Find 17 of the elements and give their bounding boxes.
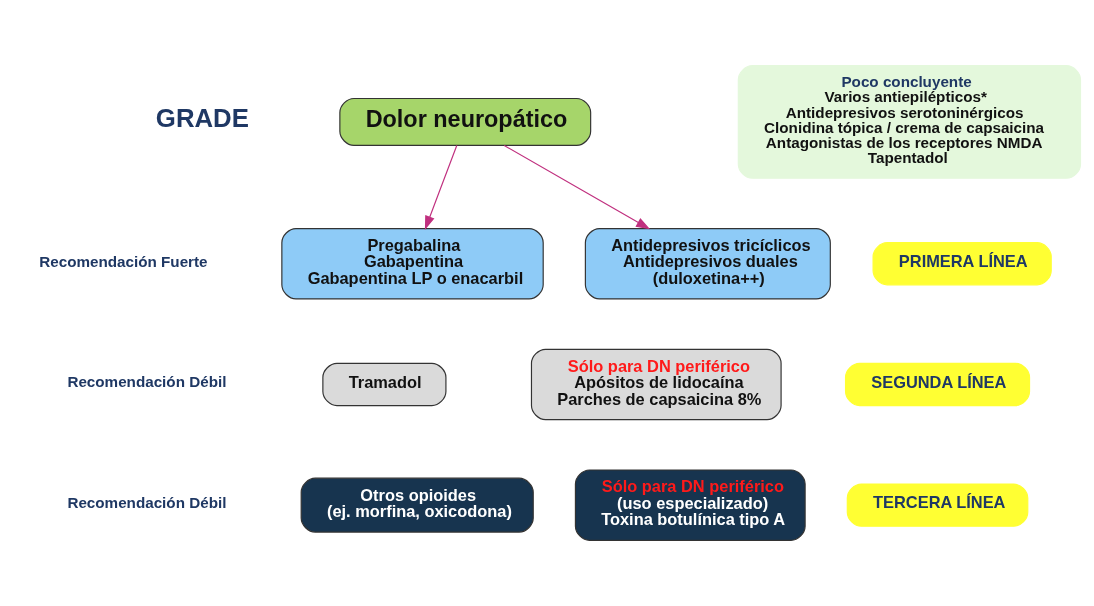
node-box: SEGUNDA LÍNEA <box>844 362 1031 407</box>
label: Recomendación Débil <box>67 373 227 391</box>
label: Recomendación Débil <box>67 493 227 511</box>
node-box: PRIMERA LÍNEA <box>872 242 1052 286</box>
arrow <box>503 144 651 230</box>
node-box: Tramadol <box>322 362 447 407</box>
node-box: Sólo para DN periférico Apósitos de lidocaína Parches de capsaicina 8% <box>530 348 782 421</box>
node-box: Dolor neuropático <box>339 97 592 146</box>
node-box: Antidepresivos tricíclicos Antidepresivos duales (duloxetina++) <box>584 228 831 300</box>
node-box: TERCERA LÍNEA <box>846 483 1029 527</box>
node-box: Otros opioides (ej. morfina, oxicodona) <box>300 477 534 533</box>
label: Recomendación Fuerte <box>39 252 208 270</box>
node-box: Pregabalina Gabapentina Gabapentina LP o enacarbil <box>281 228 544 300</box>
label: GRADE <box>155 104 249 133</box>
node-box: Sólo para DN periférico (uso especializado) Toxina botulínica tipo A <box>574 469 806 541</box>
arrow <box>424 144 458 230</box>
node-box: Poco concluyente Varios antiepilépticos* Antidepresivos serotoninérgicos Clonidina tópica / crema de capsaicina Antagonistas de los receptores NMDA Tapentadol <box>737 65 1082 179</box>
